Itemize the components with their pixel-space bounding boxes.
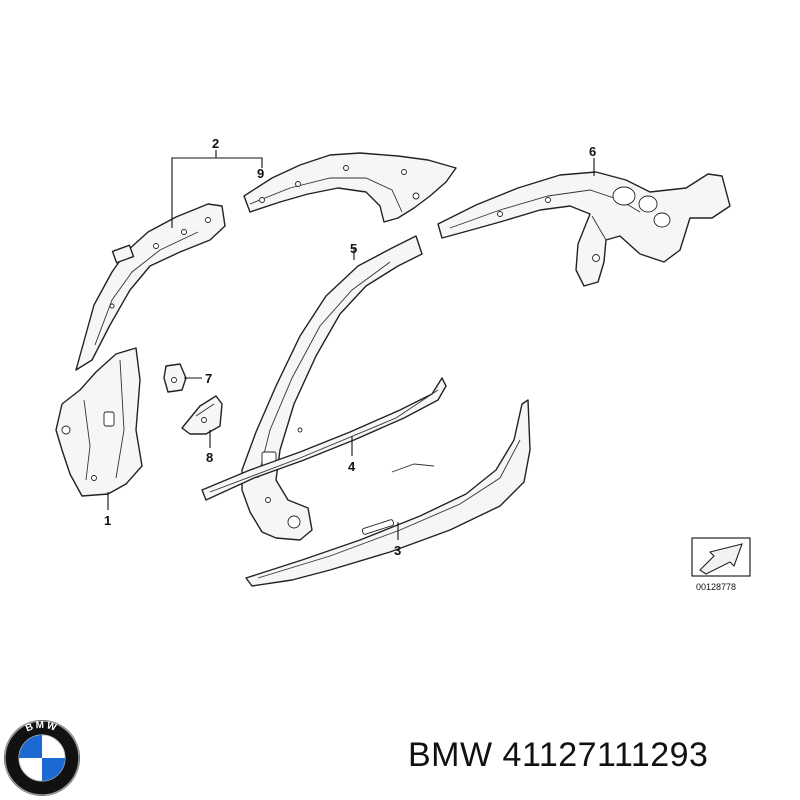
part-1-hinge-pillar[interactable] — [55, 347, 143, 497]
callout-8: 8 — [206, 450, 213, 465]
callout-9: 9 — [257, 166, 264, 181]
callout-1: 1 — [104, 513, 111, 528]
part-3-outer-sill[interactable] — [245, 399, 531, 587]
bmw-roundel-icon: BMW — [4, 720, 80, 796]
part-7-bracket[interactable] — [163, 363, 187, 393]
part-4-inner-sill[interactable] — [201, 377, 447, 501]
callout-2: 2 — [212, 136, 219, 151]
reference-number: 00128778 — [696, 582, 736, 592]
leader-lines — [107, 150, 595, 540]
callout-7: 7 — [205, 371, 212, 386]
reference-arrow-icon — [699, 543, 743, 575]
callout-labels: 1 2 3 4 5 6 7 8 9 — [104, 136, 596, 558]
logo-lettering: BMW — [24, 720, 59, 735]
part-9-roof-frame-front[interactable] — [243, 152, 457, 223]
callout-6: 6 — [589, 144, 596, 159]
part-8-reinforcement[interactable] — [181, 395, 223, 435]
callout-4: 4 — [348, 459, 356, 474]
part-2-a-pillar-inner[interactable] — [75, 203, 226, 371]
callout-5: 5 — [350, 241, 357, 256]
part-5-b-pillar[interactable] — [241, 235, 423, 541]
part-number-label: BMW 41127111293 — [408, 736, 709, 774]
callout-3: 3 — [394, 543, 401, 558]
part-6-rear-side-frame[interactable] — [437, 171, 731, 287]
reference-box: 00128778 — [691, 537, 751, 592]
